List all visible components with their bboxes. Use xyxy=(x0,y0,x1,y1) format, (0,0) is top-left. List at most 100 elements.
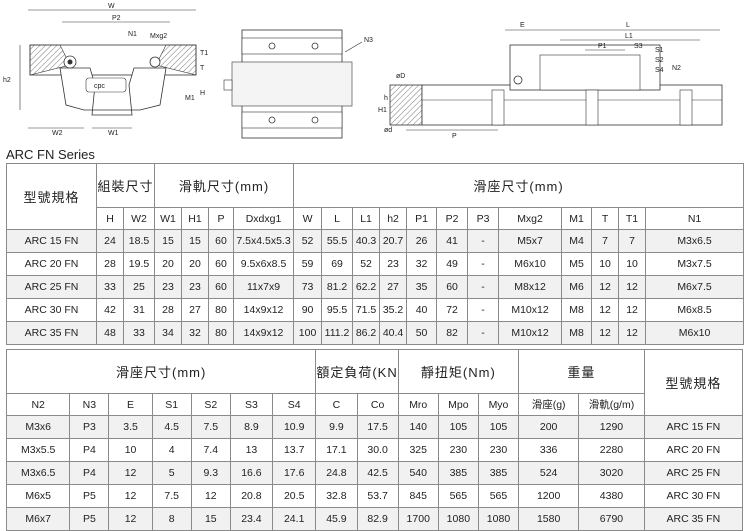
col-s1: S1 xyxy=(151,393,192,416)
table-cell: 30.0 xyxy=(356,438,399,462)
dim-label-w: W xyxy=(108,3,115,10)
dim-label-s2: S2 xyxy=(655,57,664,64)
table-cell: 27 xyxy=(379,275,408,299)
table-cell: 40 xyxy=(406,298,438,322)
col-n2: N2 xyxy=(5,393,71,416)
table-cell: 34 xyxy=(154,321,183,345)
header-block: 滑座尺寸(mm) xyxy=(293,163,745,208)
table-cell: 23 xyxy=(379,252,408,276)
table-cell: 4.5 xyxy=(151,415,192,439)
table-cell: 12 xyxy=(591,321,620,345)
table-cell: 60 xyxy=(208,252,235,276)
table-cell: 59 xyxy=(293,252,323,276)
table-cell: ARC 25 FN xyxy=(643,461,744,485)
table-cell: 9.9 xyxy=(315,415,358,439)
table-cell: 33 xyxy=(122,321,156,345)
col-s2: S2 xyxy=(190,393,231,416)
table-cell: 60 xyxy=(208,275,235,299)
table-cell: 5 xyxy=(151,461,192,485)
table-cell: 10.9 xyxy=(272,415,317,439)
table-cell: 48 xyxy=(96,321,124,345)
dim-label-n2: N2 xyxy=(672,65,681,72)
dim-label-l: L xyxy=(626,22,630,29)
table-cell: 9.3 xyxy=(190,461,231,485)
table-cell: 26 xyxy=(406,229,438,253)
table-cell: 100 xyxy=(293,321,323,345)
dim-label-mxg2: Mxg2 xyxy=(150,33,167,40)
col-n1: N1 xyxy=(645,207,745,230)
table-cell: 32.8 xyxy=(315,484,358,508)
table-cell: 4 xyxy=(151,438,192,462)
table-cell: 565 xyxy=(437,484,479,508)
table-cell: 12 xyxy=(591,275,620,299)
table-cell: 140 xyxy=(397,415,439,439)
table-cell: ARC 20 FN xyxy=(643,438,744,462)
col-myo: Myo xyxy=(477,393,520,416)
top-view-drawing: N3 xyxy=(223,29,373,139)
table-cell: 14x9x12 xyxy=(233,321,295,345)
table-cell: P3 xyxy=(69,415,110,439)
table-cell: 540 xyxy=(397,461,439,485)
dim-label-h1: H1 xyxy=(378,107,387,114)
table-cell: M10x12 xyxy=(498,298,563,322)
header-assembly: 組裝尺寸 xyxy=(95,163,156,208)
table-cell: P5 xyxy=(69,484,110,508)
table-cell: 17.6 xyxy=(272,461,317,485)
table-cell: 7.5x4.5x5.3 xyxy=(233,229,295,253)
table-cell: M3x5.5 xyxy=(5,438,71,462)
table-cell: 3020 xyxy=(578,461,645,485)
col-s4: S4 xyxy=(272,393,317,416)
table-cell: 105 xyxy=(437,415,479,439)
col-co: Co xyxy=(356,393,399,416)
table-cell: 35.2 xyxy=(379,298,408,322)
table-cell: M6x10 xyxy=(645,321,745,345)
col-n3: N3 xyxy=(69,393,110,416)
table-cell: 20.5 xyxy=(272,484,317,508)
dim-label-s3: S3 xyxy=(634,43,643,50)
table-cell: 20 xyxy=(181,252,210,276)
dim-label-w2: W2 xyxy=(52,130,63,137)
col-h: H xyxy=(96,207,124,230)
dim-label-n3: N3 xyxy=(364,37,373,44)
brand-logo: cpc xyxy=(94,83,105,90)
col-s3: S3 xyxy=(229,393,274,416)
header-load: 額定負荷(KN) xyxy=(315,349,399,394)
table-cell: - xyxy=(467,275,500,299)
table-cell: 35 xyxy=(406,275,438,299)
col-mxg2: Mxg2 xyxy=(498,207,563,230)
series-title: ARC FN Series xyxy=(6,147,95,162)
table-cell: 11x7x9 xyxy=(233,275,295,299)
table-cell: 10 xyxy=(591,252,620,276)
table-cell: 28 xyxy=(96,252,124,276)
table-cell: M3x7.5 xyxy=(645,252,745,276)
table-cell: 385 xyxy=(477,461,520,485)
table-cell: ARC 35 FN xyxy=(643,507,744,531)
table-cell: 17.1 xyxy=(315,438,358,462)
col-t1: T1 xyxy=(618,207,647,230)
table-cell: M6x8.5 xyxy=(645,298,745,322)
col-c: C xyxy=(315,393,358,416)
header-model-2: 型號規格 xyxy=(643,349,744,416)
table-cell: 14x9x12 xyxy=(233,298,295,322)
table-cell: - xyxy=(467,321,500,345)
table-cell: 32 xyxy=(181,321,210,345)
table-cell: 12 xyxy=(108,461,153,485)
dim-label-s1: S1 xyxy=(655,47,664,54)
dim-label-t1: T1 xyxy=(200,50,208,57)
table-cell: P4 xyxy=(69,461,110,485)
table-cell: ARC 35 FN xyxy=(6,321,97,345)
table-cell: 105 xyxy=(477,415,520,439)
table-cell: 1290 xyxy=(578,415,645,439)
dim-label-w1: W1 xyxy=(108,130,119,137)
table-cell: M4 xyxy=(561,229,593,253)
col-p: P xyxy=(208,207,235,230)
col-h2: h2 xyxy=(379,207,408,230)
table-cell: 23 xyxy=(154,275,183,299)
